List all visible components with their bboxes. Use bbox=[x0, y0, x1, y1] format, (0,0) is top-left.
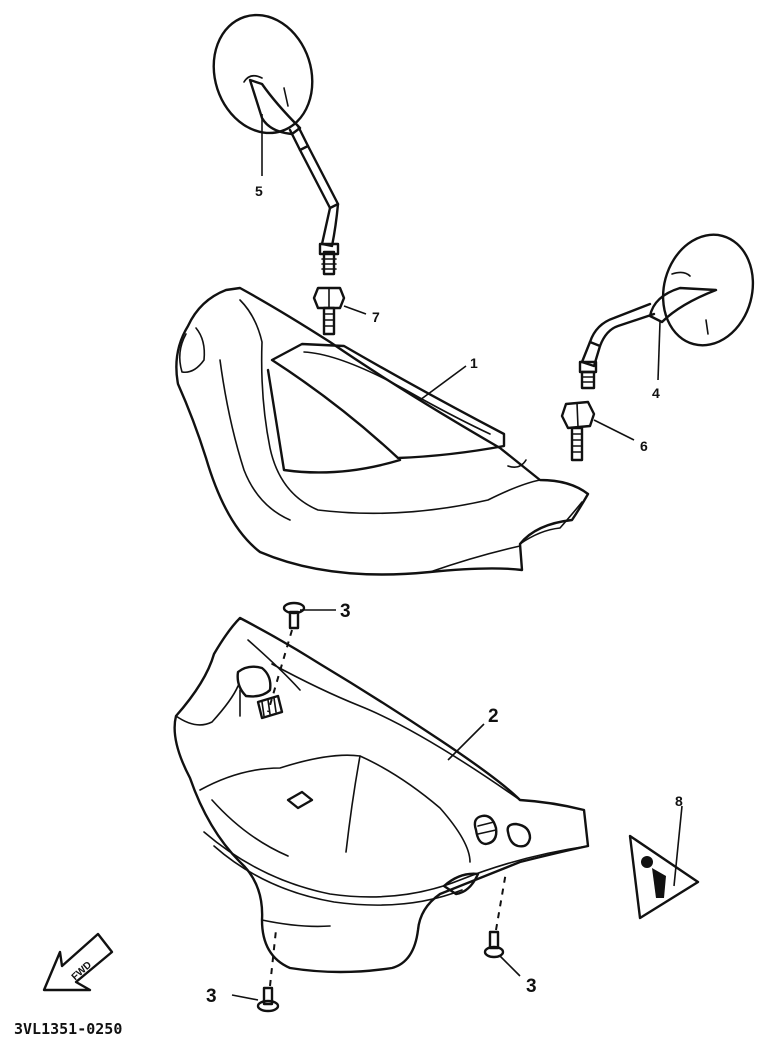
callout-4: 4 bbox=[652, 385, 660, 401]
screw-bottom-right bbox=[483, 871, 507, 959]
callout-1: 1 bbox=[470, 355, 478, 371]
callout-6: 6 bbox=[640, 438, 648, 454]
screw-top bbox=[267, 601, 306, 713]
adapter-nut-7 bbox=[312, 286, 346, 336]
upper-handlebar-cover bbox=[175, 286, 590, 576]
callout-2: 2 bbox=[488, 706, 499, 727]
part-code: 3VL1351-0250 bbox=[14, 1020, 122, 1038]
warning-label bbox=[628, 834, 700, 920]
mirror-right bbox=[578, 233, 755, 390]
callout-3-top: 3 bbox=[340, 601, 351, 622]
forward-arrow-icon: FWD bbox=[42, 932, 114, 992]
leader-lines bbox=[231, 114, 683, 1001]
callout-3-left: 3 bbox=[206, 986, 217, 1007]
callout-8: 8 bbox=[675, 793, 683, 809]
callout-7: 7 bbox=[372, 309, 380, 325]
lower-handlebar-cover bbox=[173, 616, 590, 974]
screw-bottom-left bbox=[256, 929, 280, 1013]
callouts: 5 7 1 4 6 3 2 8 3 3 bbox=[206, 183, 683, 1007]
mirror-left bbox=[212, 13, 340, 276]
callout-3-right: 3 bbox=[526, 976, 537, 997]
adapter-nut-6 bbox=[560, 400, 596, 462]
callout-5: 5 bbox=[255, 183, 263, 199]
